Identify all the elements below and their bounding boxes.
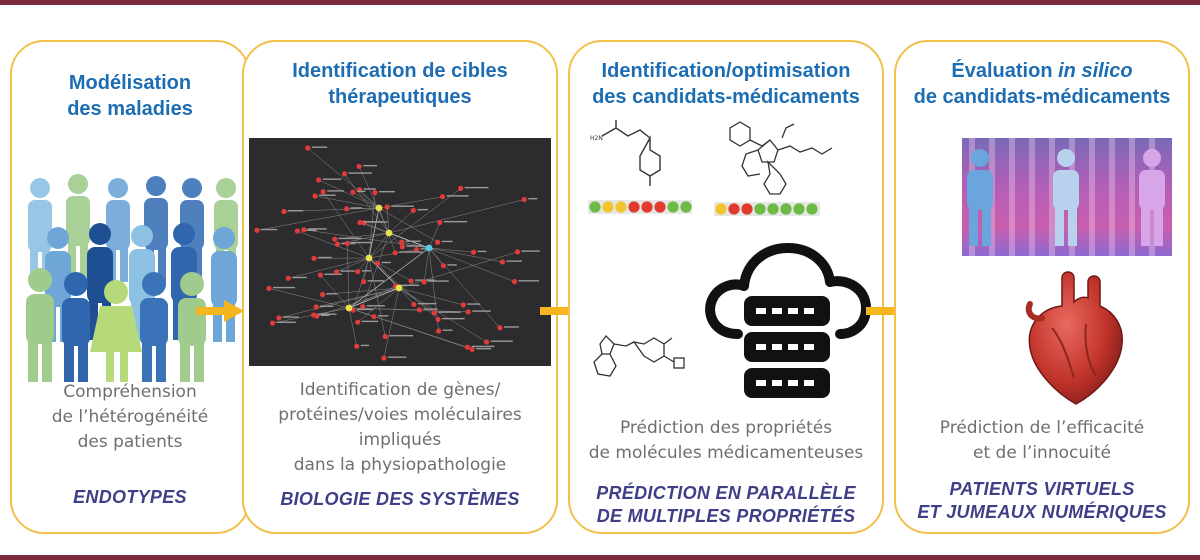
panel-description: Identification de gènes/ protéines/voies… bbox=[278, 380, 522, 475]
heart-icon bbox=[1022, 268, 1132, 408]
bottom-rule bbox=[0, 555, 1200, 560]
panel-title: Évaluation in silico de candidats-médica… bbox=[913, 60, 1171, 108]
panel-title: Identification/optimisation des candidat… bbox=[592, 60, 860, 108]
gene-network-graph bbox=[249, 138, 551, 366]
top-rule bbox=[0, 0, 1200, 5]
panel-tag: PATIENTS VIRTUELS ET JUMEAUX NUMÉRIQUES bbox=[917, 479, 1167, 522]
panel-target-identification: Identification de cibles thérapeutiques … bbox=[242, 40, 558, 534]
chemical-structure-icon bbox=[584, 324, 702, 398]
property-prediction-dots bbox=[588, 199, 692, 215]
panel-description: Compréhension de l’hétérogénéité des pat… bbox=[51, 382, 209, 452]
panel-in-silico-evaluation: Évaluation in silico de candidats-médica… bbox=[894, 40, 1190, 534]
panel-title: Modélisation des maladies bbox=[67, 72, 193, 120]
panel-tag: ENDOTYPES bbox=[73, 487, 187, 507]
property-prediction-dots bbox=[714, 201, 820, 217]
chemical-structure-icon bbox=[720, 114, 850, 218]
chemical-structure-icon: H2N bbox=[588, 120, 708, 220]
patient-figure bbox=[967, 149, 993, 246]
cloud-database-icon bbox=[700, 234, 876, 404]
svg-text:H2N: H2N bbox=[590, 135, 603, 142]
flow-arrow-icon bbox=[196, 300, 244, 322]
virtual-patient-icon bbox=[962, 138, 1172, 256]
panel-tag: BIOLOGIE DES SYSTÈMES bbox=[280, 489, 520, 509]
panel-disease-modeling: Modélisation des maladies bbox=[10, 40, 250, 534]
panel-candidate-optimization: Identification/optimisation des candidat… bbox=[568, 40, 884, 534]
crowd-of-people-icon bbox=[20, 172, 242, 384]
panel-title: Identification de cibles thérapeutiques bbox=[292, 60, 508, 108]
patient-figure bbox=[1139, 149, 1165, 246]
panel-tag: PRÉDICTION EN PARALLÈLE DE MULTIPLES PRO… bbox=[596, 483, 856, 526]
panel-description: Prédiction des propriétés de molécules m… bbox=[588, 418, 864, 463]
patient-figure bbox=[1053, 149, 1079, 246]
panel-description: Prédiction de l’efficacité et de l’innoc… bbox=[939, 418, 1145, 463]
